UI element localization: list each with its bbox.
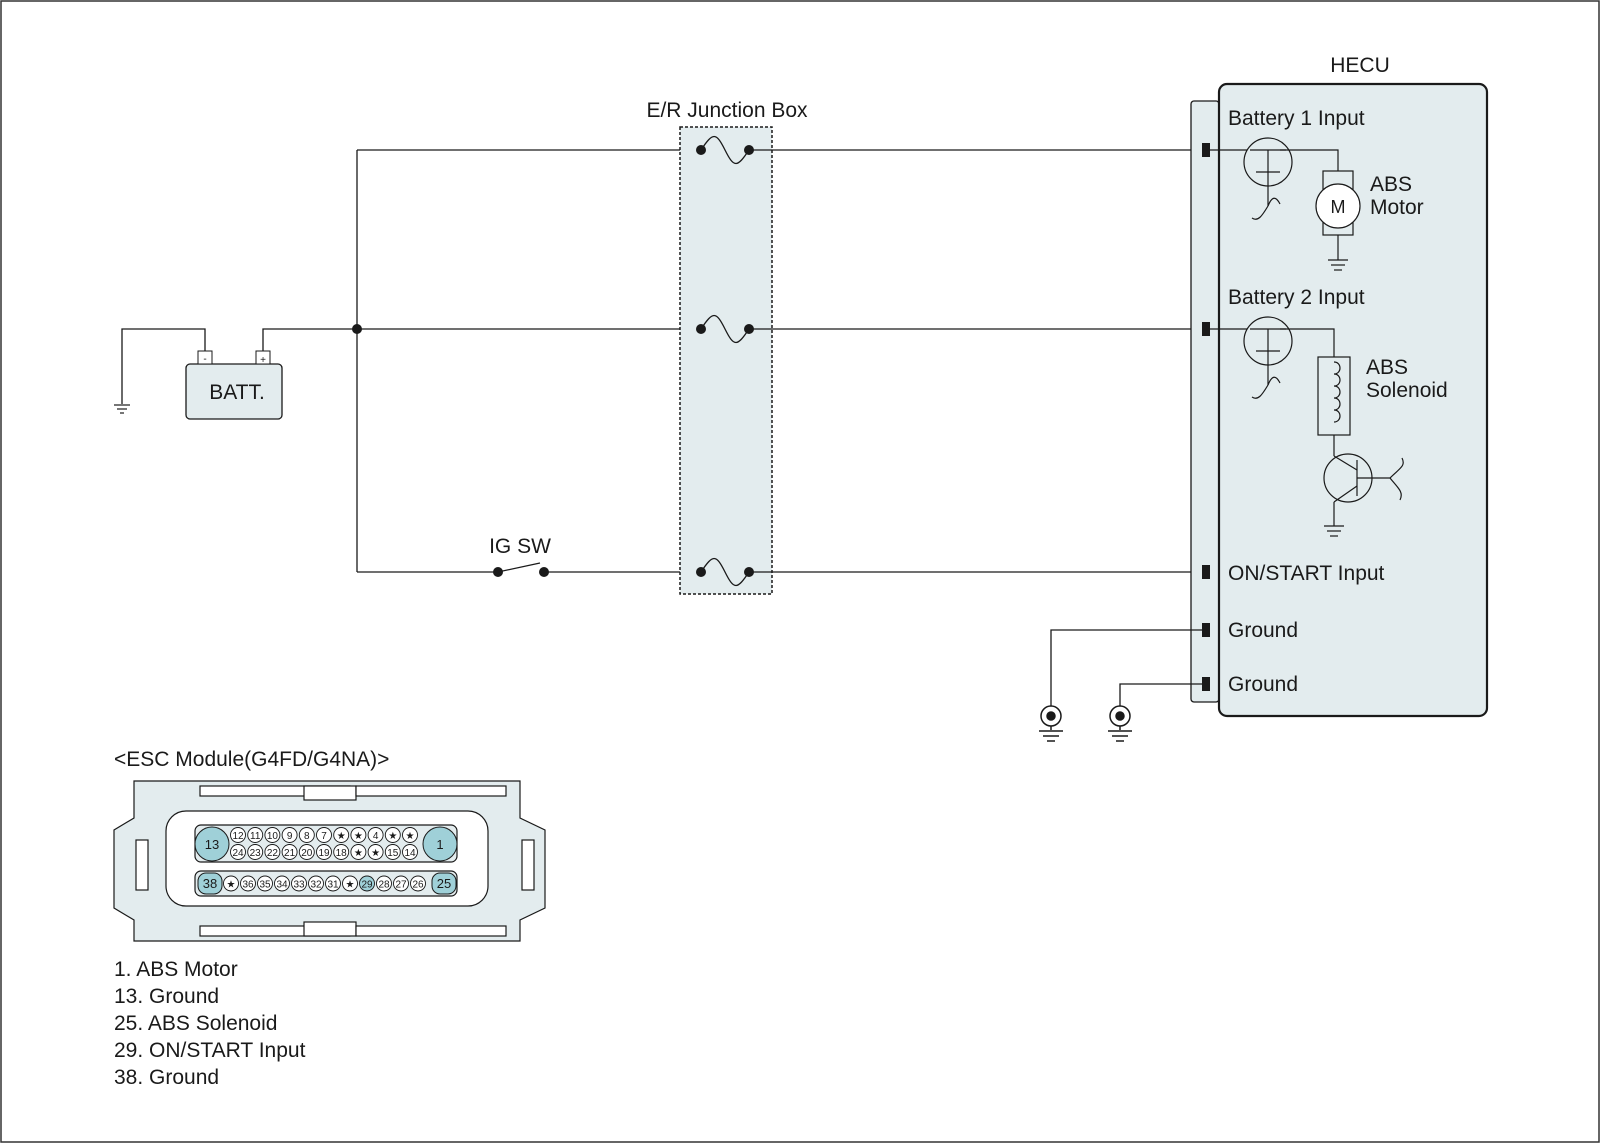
pin-row3-1: 36 (242, 880, 254, 891)
pin-row2-2: 22 (267, 848, 279, 859)
legend-item-2: 13. Ground (114, 985, 219, 1008)
pin-row2-10: 14 (404, 848, 416, 859)
pin-25-label: 25 (437, 876, 451, 891)
abs-motor-label-2: Motor (1370, 196, 1424, 219)
hecu-connector-strip (1190, 100, 1220, 703)
transistor-2-icon (1243, 316, 1335, 399)
terminal-ground-1 (1202, 623, 1210, 637)
battery1-input-label: Battery 1 Input (1228, 107, 1365, 130)
abs-motor-label-1: ABS (1370, 173, 1412, 196)
pin-row2-7: ★ (354, 848, 363, 859)
abs-solenoid-icon (1317, 356, 1351, 456)
pin-1 (422, 826, 458, 862)
connector-title: <ESC Module(G4FD/G4NA)> (114, 748, 389, 771)
pin-25 (431, 872, 457, 895)
pin-38-label: 38 (203, 876, 217, 891)
transistor-1-icon (1243, 137, 1339, 220)
connector-body (113, 780, 546, 942)
abs-solenoid-label-2: Solenoid (1366, 379, 1448, 402)
pin-13 (194, 826, 230, 862)
pin-row2-3: 21 (284, 848, 296, 859)
battery-minus-label: - (203, 354, 206, 365)
pin-13-label: 13 (205, 837, 219, 852)
motor-symbol: M (1331, 197, 1346, 217)
ig-switch: IG SW (489, 535, 551, 577)
legend-item-1: 1. ABS Motor (114, 958, 238, 981)
pin-38 (197, 872, 223, 895)
pin-row1-3: 9 (287, 831, 293, 842)
battery-label: BATT. (209, 381, 265, 404)
pin-row3-5: 32 (310, 880, 322, 891)
pin-row2-5: 19 (318, 848, 330, 859)
pin-row3-4: 33 (293, 880, 305, 891)
ground-1-label: Ground (1228, 619, 1298, 642)
junction-box-label: E/R Junction Box (646, 99, 808, 122)
pin-row1-4: 8 (304, 831, 310, 842)
terminal-battery1 (1202, 143, 1210, 157)
pin-row1-7: ★ (354, 831, 363, 842)
abs-motor-icon (1315, 170, 1361, 271)
terminal-battery2 (1202, 322, 1210, 336)
pin-row1-6: ★ (337, 831, 346, 842)
terminal-ground-2 (1202, 677, 1210, 691)
ground-point-1-icon (1039, 705, 1063, 742)
legend-item-3: 25. ABS Solenoid (114, 1012, 277, 1035)
pin-row3-0: ★ (227, 880, 236, 891)
pin-row2-0: 24 (232, 848, 244, 859)
terminal-on-start (1202, 565, 1210, 579)
battery-plus-label: + (260, 355, 266, 366)
pin-row2-8: ★ (371, 848, 380, 859)
pin-row3-2: 35 (259, 880, 271, 891)
pin-row3-10: 27 (395, 880, 407, 891)
transistor-3-icon (1323, 453, 1404, 537)
pin-row2-6: 18 (336, 848, 348, 859)
battery-positive-wire (262, 328, 696, 351)
chassis-ground-icon (114, 404, 130, 414)
on-start-input-label: ON/START Input (1228, 562, 1385, 585)
pin-row3-6: 31 (327, 880, 339, 891)
ground-point-2-icon (1108, 705, 1132, 742)
pin-1-label: 1 (436, 837, 443, 852)
ground-2-label: Ground (1228, 673, 1298, 696)
pin-row2-1: 23 (250, 848, 262, 859)
fuse-2 (696, 314, 754, 344)
pin-row-1: 12 11 10 9 8 7 ★ ★ 4 ★ ★ (230, 827, 418, 843)
pin-row2-4: 20 (301, 848, 313, 859)
ground-1-wire (1050, 629, 1202, 706)
bus-junction-dot (352, 324, 362, 334)
pin-row1-1: 11 (250, 831, 261, 842)
battery: - + BATT. (185, 350, 283, 420)
ground-2-wire (1119, 683, 1202, 706)
ig-switch-label: IG SW (489, 535, 551, 558)
legend-item-4: 29. ON/START Input (114, 1039, 306, 1062)
pin-row1-9: ★ (388, 831, 397, 842)
pin-row-3: ★ 36 35 34 33 32 31 ★ 29 28 27 26 (223, 875, 426, 892)
pin-row2-9: 15 (387, 848, 399, 859)
pin-row3-3: 34 (276, 880, 288, 891)
abs-solenoid-label-1: ABS (1366, 356, 1408, 379)
legend-item-5: 38. Ground (114, 1066, 219, 1089)
pin-row1-0: 12 (232, 831, 244, 842)
hecu-label: HECU (1330, 54, 1390, 77)
pin-row1-8: 4 (373, 831, 379, 842)
hecu-module (1217, 82, 1489, 718)
pin-row1-2: 10 (267, 831, 279, 842)
pin-row-2: 24 23 22 21 20 19 18 ★ ★ 15 14 (230, 844, 418, 860)
pin-row3-7: ★ (346, 880, 355, 891)
battery-ground-wire (121, 328, 206, 404)
pin-row3-11: 26 (412, 880, 424, 891)
pin-row1-5: 7 (321, 831, 327, 842)
pin-row3-9: 28 (378, 880, 390, 891)
junction-box (679, 126, 773, 595)
pin-row1-10: ★ (406, 831, 415, 842)
battery2-input-label: Battery 2 Input (1228, 286, 1365, 309)
pin-row3-8: 29 (361, 880, 373, 891)
